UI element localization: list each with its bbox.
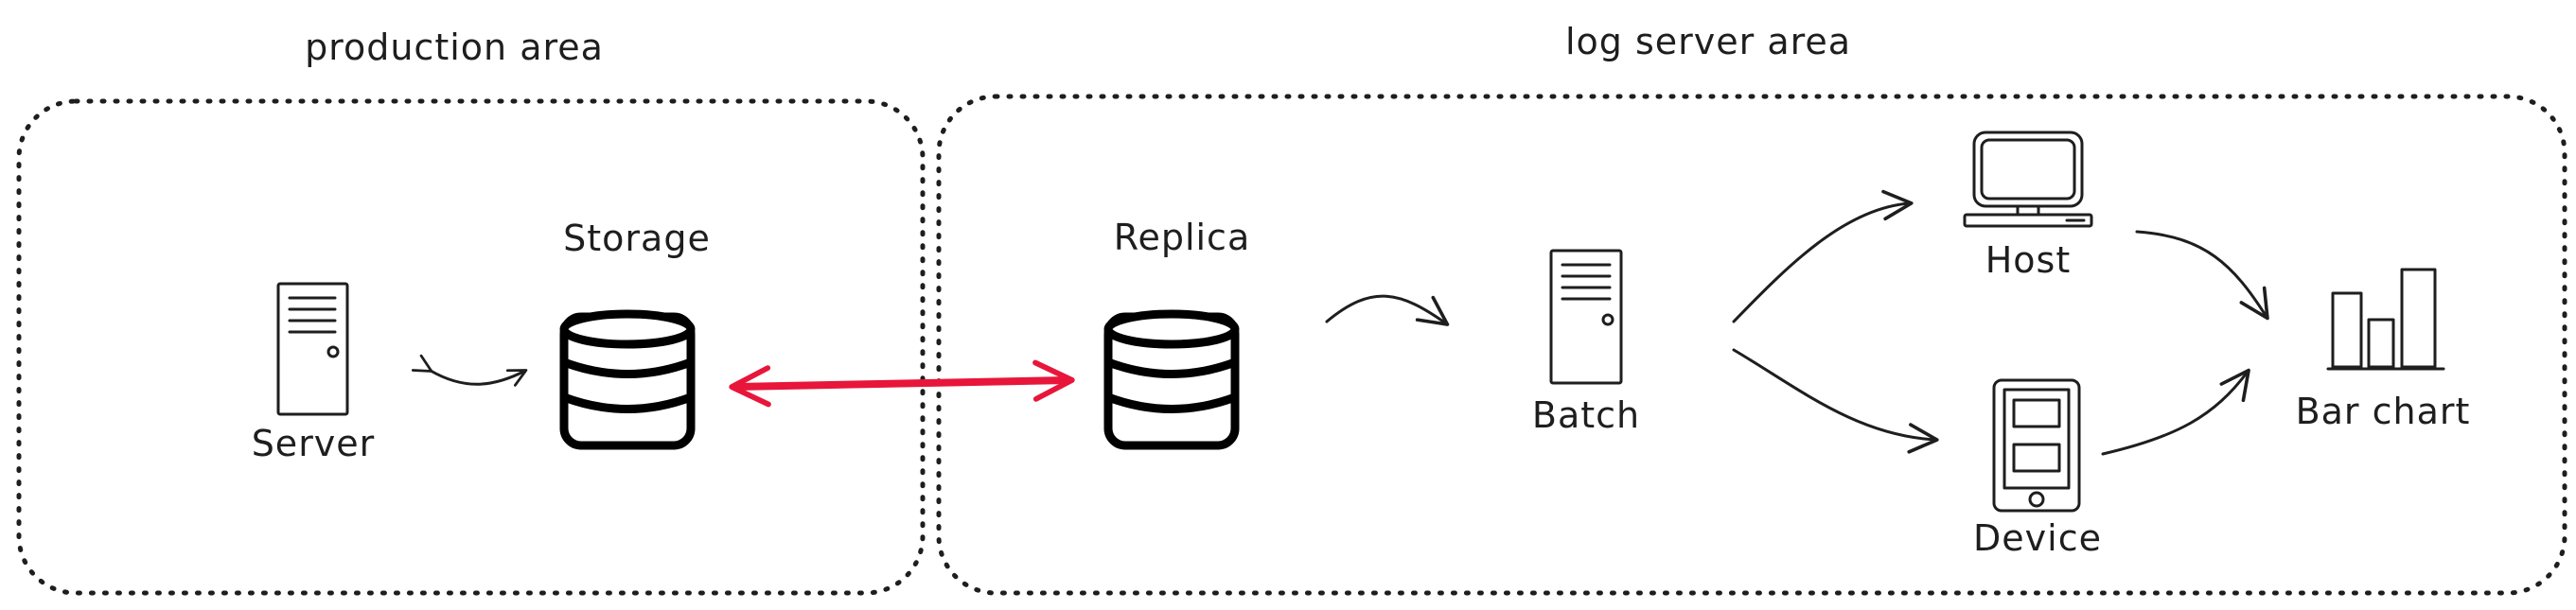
host-label: Host: [1985, 239, 2072, 281]
bar-chart-icon: [2326, 268, 2445, 371]
server-tower-icon: [1549, 249, 1623, 385]
production-area-box: [16, 98, 926, 596]
server-storage-arrow: [411, 354, 528, 387]
sync-arrow: [729, 359, 1075, 408]
mobile-device-icon: [1992, 378, 2081, 513]
device-label: Device: [1973, 517, 2102, 559]
production-area-label: production area: [305, 26, 604, 68]
replica-batch-arrow: [1325, 294, 1450, 326]
log-server-area-label: log server area: [1565, 21, 1851, 62]
server-tower-icon: [276, 282, 349, 416]
batch-label: Batch: [1532, 394, 1640, 436]
server-label: Server: [252, 423, 376, 464]
storage-label: Storage: [563, 218, 711, 259]
batch-device-arrow: [1732, 348, 1939, 454]
log-server-area-box: [936, 94, 2567, 596]
batch-host-arrow: [1732, 189, 1914, 323]
host-chart-arrow: [2135, 230, 2269, 321]
replica-label: Replica: [1114, 217, 1251, 258]
monitor-icon: [1963, 131, 2093, 228]
database-icon: [559, 309, 696, 450]
bar-chart-label: Bar chart: [2296, 391, 2471, 432]
device-chart-arrow: [2101, 368, 2250, 456]
database-icon: [1103, 309, 1240, 450]
